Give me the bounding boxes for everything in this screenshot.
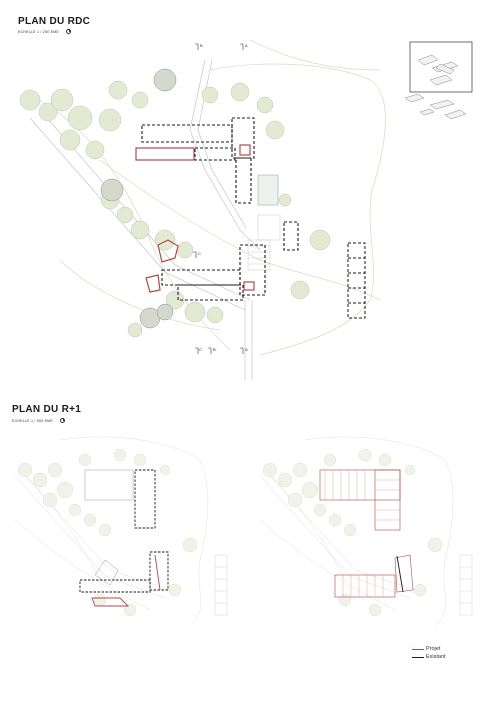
legend-label-existant: Existant: [426, 654, 446, 660]
section-mark-a-prime: A': [245, 347, 249, 352]
section-mark-b-prime: B': [213, 347, 217, 352]
rdc-terrace: [247, 214, 281, 271]
section-mark-c: C: [198, 251, 201, 256]
rdc-plan-drawing: [19, 39, 473, 380]
rdc-existing-buildings: [141, 117, 299, 301]
section-mark-a: A: [245, 43, 248, 48]
rdc-scale: ECHELLE 1 / 250 EME: [18, 30, 59, 34]
rdc-north-arrow-icon: [66, 28, 71, 34]
r1-title: PLAN DU R+1: [12, 404, 82, 415]
legend-swatch-existant: [412, 657, 424, 659]
r1-scale: ECHELLE 1 / 500 EME: [12, 419, 53, 423]
legend-swatch-projet: [412, 649, 424, 651]
legend-label-projet: Projet: [426, 646, 441, 652]
section-mark-b: B: [200, 43, 203, 48]
r1-plan-left: [14, 436, 228, 626]
rdc-project-buildings: [135, 144, 255, 293]
rdc-dense-trees: [100, 68, 177, 329]
rdc-section-markers: [193, 43, 244, 354]
section-mark-c-prime: C': [199, 347, 203, 352]
rdc-pool: [257, 174, 279, 206]
rdc-title: PLAN DU RDC: [18, 16, 91, 27]
r1-plan-right: [259, 436, 473, 626]
rdc-key-plan: [404, 41, 473, 120]
rdc-outbuilding: [347, 242, 366, 319]
rdc-roads: [29, 59, 261, 380]
r1-north-arrow-icon: [60, 417, 65, 423]
rdc-trees: [19, 80, 331, 338]
